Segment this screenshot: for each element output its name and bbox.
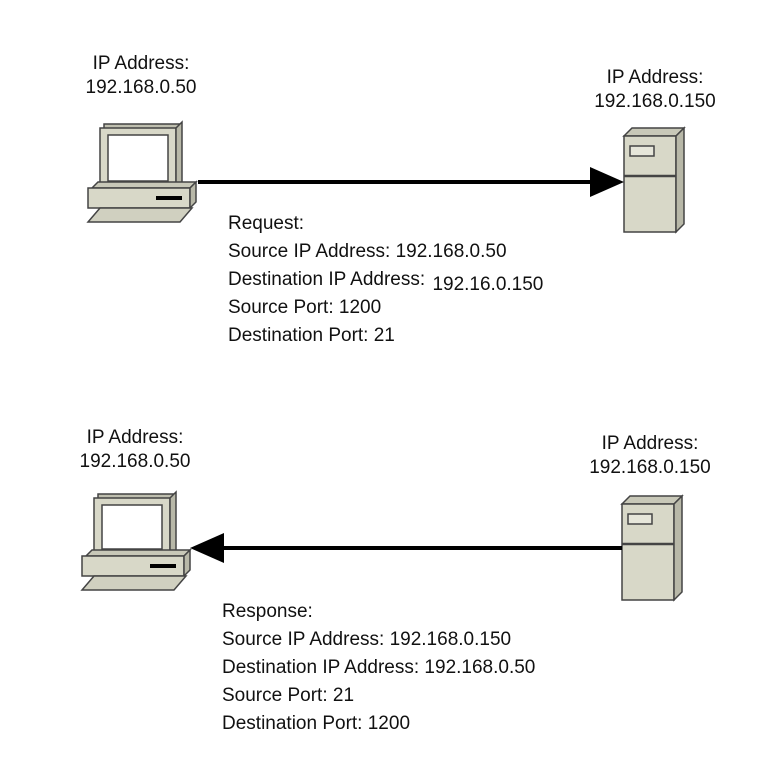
request-server-label: IP Address: 192.168.0.150 bbox=[575, 66, 735, 114]
response-client-label: IP Address: 192.168.0.50 bbox=[60, 426, 210, 474]
request-destination-ip: Destination IP Address: 192.16.0.150 bbox=[228, 266, 544, 295]
response-destination-port: Destination Port: 1200 bbox=[222, 713, 411, 734]
response-source-ip: Source IP Address: 192.168.0.150 bbox=[222, 629, 512, 650]
response-server-ip-value: 192.168.0.150 bbox=[589, 457, 711, 478]
request-details: Request: Source IP Address: 192.168.0.50… bbox=[228, 210, 543, 350]
request-client-ip-label: IP Address: bbox=[92, 53, 190, 74]
request-source-ip: Source IP Address: 192.168.0.50 bbox=[228, 241, 507, 262]
request-source-port: Source Port: 1200 bbox=[228, 297, 382, 318]
response-details: Response: Source IP Address: 192.168.0.1… bbox=[222, 598, 535, 738]
response-client-ip-label: IP Address: bbox=[86, 427, 184, 448]
request-server-ip-value: 192.168.0.150 bbox=[594, 91, 716, 112]
response-server-label: IP Address: 192.168.0.150 bbox=[570, 432, 730, 480]
response-client-computer bbox=[80, 490, 192, 591]
response-server-ip-label: IP Address: bbox=[601, 433, 699, 454]
request-destination-port: Destination Port: 21 bbox=[228, 325, 395, 346]
request-destination-ip-label: Destination IP Address: bbox=[228, 269, 426, 290]
request-destination-ip-value: 192.16.0.150 bbox=[432, 274, 544, 295]
response-client-ip-value: 192.168.0.50 bbox=[79, 451, 191, 472]
response-heading: Response: bbox=[222, 601, 313, 622]
request-heading: Request: bbox=[228, 213, 305, 234]
request-client-ip-value: 192.168.0.50 bbox=[85, 77, 197, 98]
request-client-label: IP Address: 192.168.0.50 bbox=[66, 52, 216, 100]
response-destination-ip: Destination IP Address: 192.168.0.50 bbox=[222, 657, 536, 678]
request-server-tower bbox=[622, 126, 686, 234]
response-server-tower bbox=[620, 494, 684, 602]
request-client-computer bbox=[86, 120, 198, 223]
request-server-ip-label: IP Address: bbox=[606, 67, 704, 88]
response-source-port: Source Port: 21 bbox=[222, 685, 355, 706]
